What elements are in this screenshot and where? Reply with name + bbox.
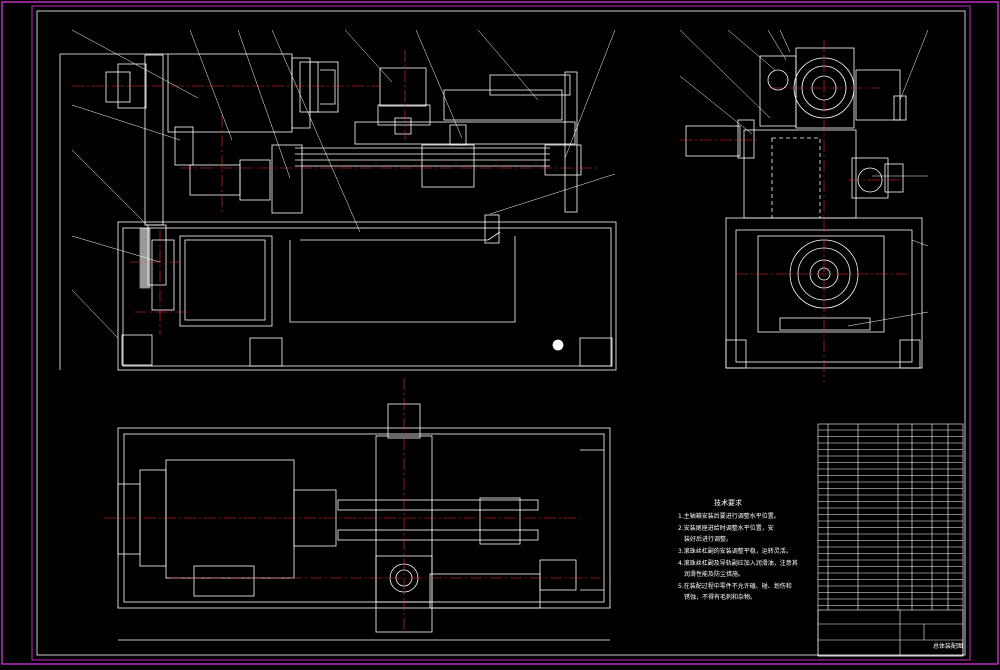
- notes-line: 2.安装尾座进给时调整水平位置，安: [678, 524, 774, 532]
- side-view-centerlines: [680, 40, 912, 382]
- front-view: [59, 53, 617, 371]
- notes-line: 1.主轴箱安装后要进行调整水平位置。: [678, 512, 780, 520]
- title-block-name: 总体装配图: [933, 642, 963, 650]
- front-view-leaders: [71, 29, 616, 339]
- notes-line: 润滑性能及防尘措施。: [684, 570, 744, 578]
- notes-line: 5.在装配过程中零件不允许磕、碰、划伤和: [678, 582, 792, 590]
- parts-list: [817, 423, 964, 657]
- title-block: 总体装配图: [817, 609, 964, 657]
- notes-line: 4.滚珠丝杠副及导轨副应加入润滑油，注意其: [678, 559, 798, 567]
- border-line: [36, 10, 966, 656]
- notes-line: 3.滚珠丝杠副的安装调整平稳，运转灵活。: [678, 547, 792, 555]
- notes-line: 装好后进行调整。: [684, 535, 732, 543]
- notes-title: 技术要求: [714, 498, 742, 507]
- side-view-leaders: [679, 29, 929, 327]
- front-view-centerlines: [72, 50, 600, 335]
- notes-line: 锈蚀，不得有毛刺和杂物。: [684, 593, 756, 601]
- technical-notes: 技术要求 1.主轴箱安装后要进行调整水平位置。 2.安装尾座进给时调整水平位置，…: [678, 498, 798, 601]
- inner-frame: [31, 5, 971, 661]
- top-view-centerlines: [104, 378, 600, 630]
